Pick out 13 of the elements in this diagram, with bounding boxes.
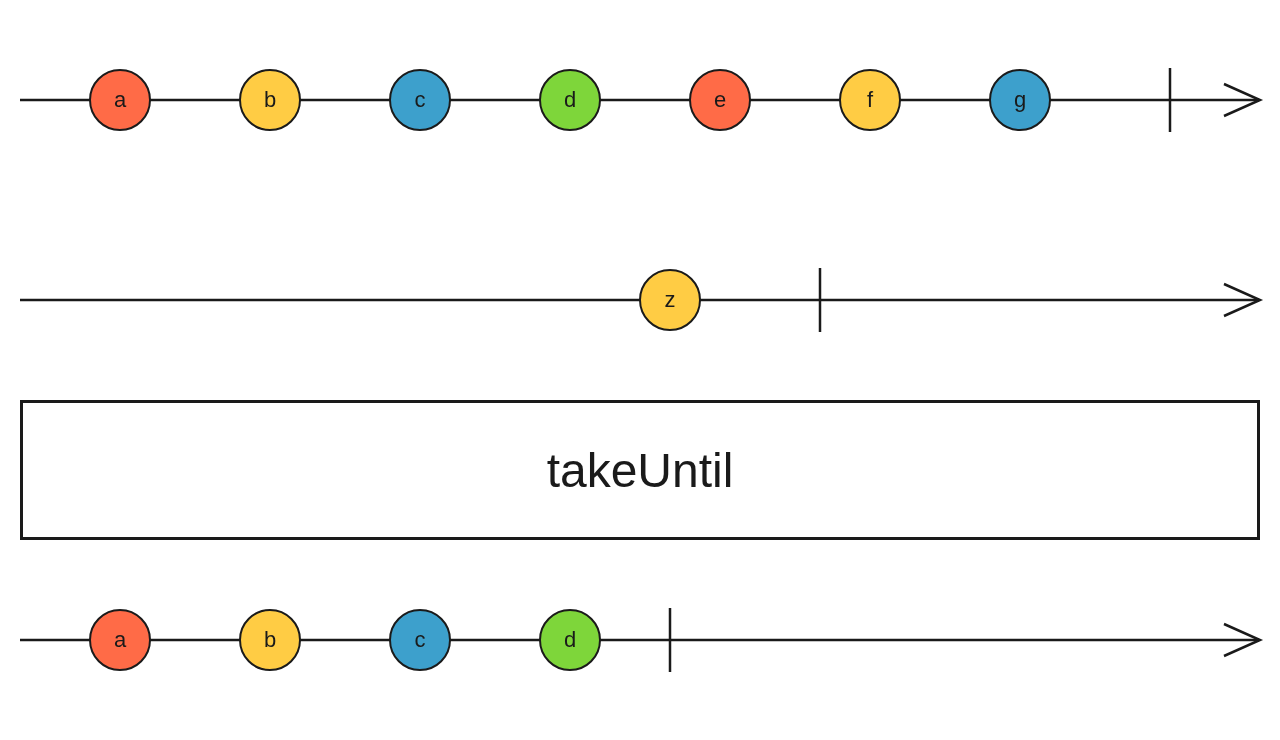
operator-box: takeUntil	[20, 400, 1260, 540]
marble: d	[539, 69, 601, 131]
marble: e	[689, 69, 751, 131]
marble: f	[839, 69, 901, 131]
marble: a	[89, 69, 151, 131]
marble: b	[239, 609, 301, 671]
marble: c	[389, 69, 451, 131]
marble: g	[989, 69, 1051, 131]
marble: b	[239, 69, 301, 131]
marble: z	[639, 269, 701, 331]
marble: a	[89, 609, 151, 671]
marble: d	[539, 609, 601, 671]
marble: c	[389, 609, 451, 671]
